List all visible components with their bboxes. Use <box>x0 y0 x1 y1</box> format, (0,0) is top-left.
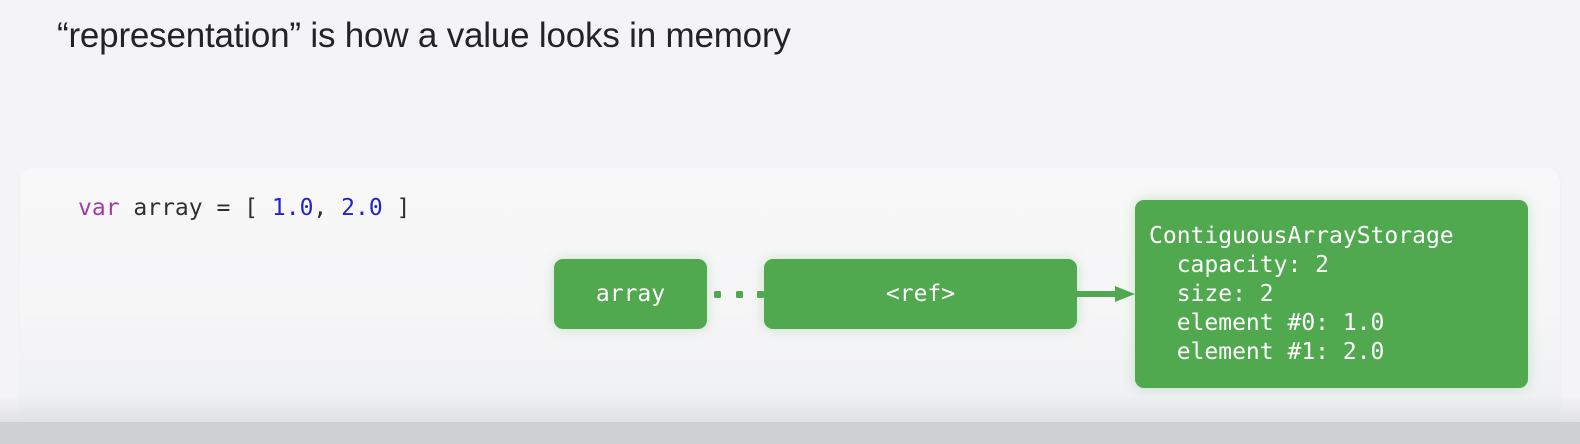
arrow-shaft <box>1077 291 1117 297</box>
connector-dot <box>714 290 721 298</box>
bottom-strip <box>0 422 1580 444</box>
code-keyword: var <box>78 195 120 221</box>
dotted-connector <box>714 288 764 300</box>
array-variable-label: array <box>595 281 666 307</box>
content-card: var array = [ 1.0, 2.0 ] array <ref> Con… <box>20 168 1560 421</box>
code-number-first: 1.0 <box>271 195 314 221</box>
page-title: “representation” is how a value looks in… <box>57 16 791 55</box>
reference-arrow-icon <box>1077 286 1137 302</box>
code-number-second: 2.0 <box>341 195 383 221</box>
card-bottom-fade <box>0 396 1580 422</box>
code-text-tail: ] <box>382 195 411 221</box>
arrow-head <box>1115 286 1135 302</box>
code-separator: , <box>313 195 342 221</box>
code-snippet: var array = [ 1.0, 2.0 ] <box>78 193 410 223</box>
code-text-after-keyword: array = [ <box>119 195 272 221</box>
contiguous-array-storage-box: ContiguousArrayStorage capacity: 2 size:… <box>1135 200 1528 388</box>
connector-dot <box>757 290 764 298</box>
connector-dot <box>735 290 743 298</box>
array-variable-box: array <box>554 259 707 329</box>
reference-label: <ref> <box>885 281 956 307</box>
reference-box: <ref> <box>764 259 1077 329</box>
